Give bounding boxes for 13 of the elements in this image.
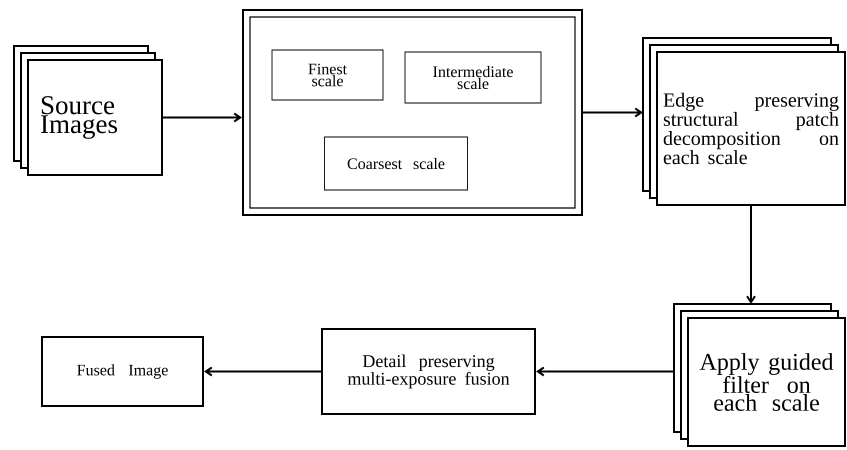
arrow bbox=[746, 206, 756, 304]
scale-box: Intermediate scale bbox=[404, 52, 542, 104]
stacked-box: Source Images bbox=[13, 45, 163, 176]
arrow bbox=[204, 366, 321, 376]
arrow bbox=[583, 108, 643, 118]
arrow bbox=[536, 366, 674, 376]
stacked-box: Apply guided filter on each scale bbox=[673, 303, 846, 447]
arrow bbox=[163, 112, 242, 122]
process-box: Fused Image bbox=[41, 336, 204, 407]
scale-box: Coarsest scale bbox=[324, 136, 468, 190]
process-box: Detail preserving multi-exposure fusion bbox=[321, 328, 536, 415]
stacked-box: Edge preserving structural patch decomposition on each scale bbox=[642, 37, 846, 206]
scale-box: Finest scale bbox=[272, 50, 384, 100]
